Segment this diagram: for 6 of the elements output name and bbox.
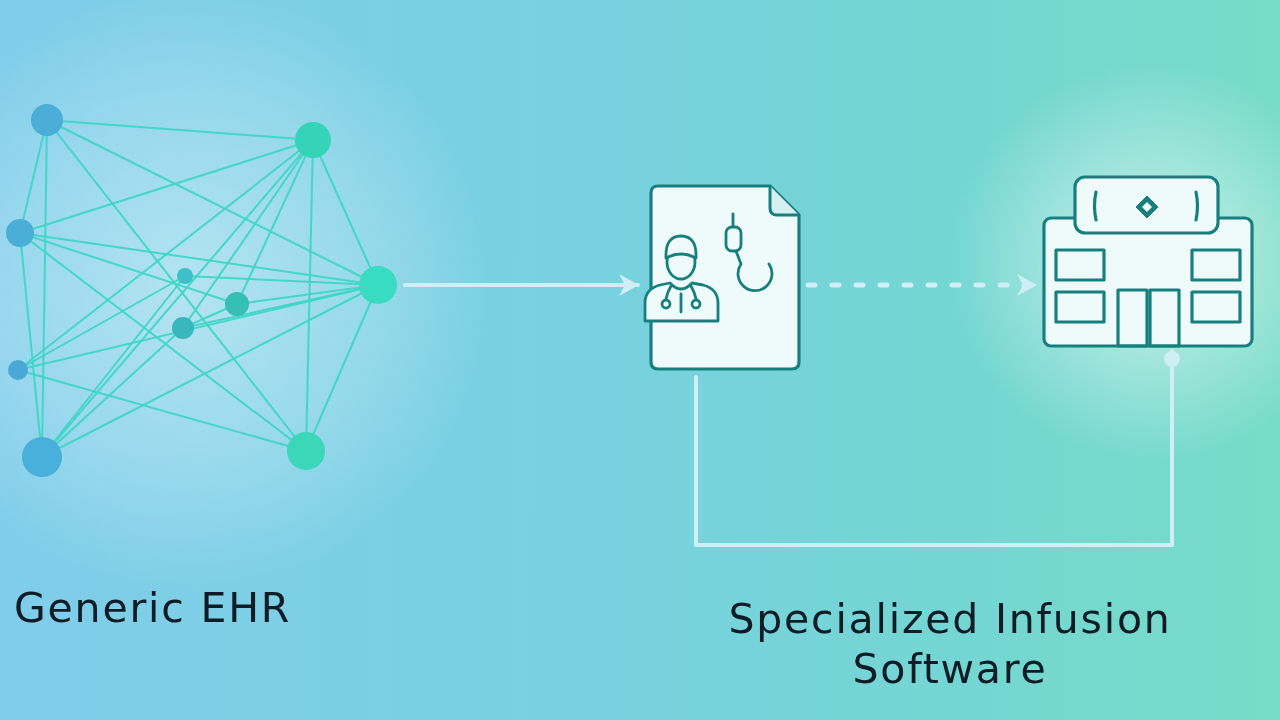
dashed-arrow [805, 274, 1039, 296]
caption: Specialized Infusion Software [727, 594, 1173, 694]
hospital-building [1039, 173, 1257, 351]
arrow [403, 274, 640, 296]
node-label: Generic EHR [14, 583, 293, 633]
connector-line [694, 349, 1180, 547]
